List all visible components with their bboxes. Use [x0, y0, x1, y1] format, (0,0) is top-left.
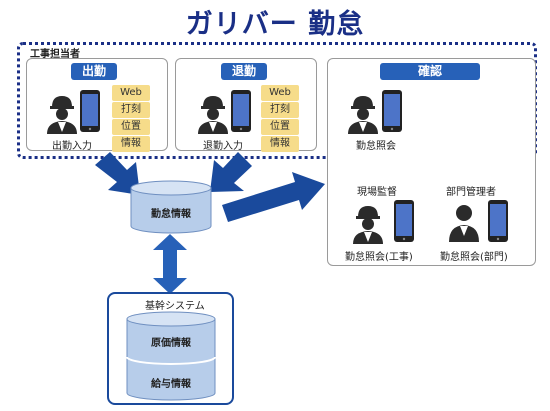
site-supervisor-label: 勤怠照会(工事) [345, 252, 413, 263]
worker-icon [348, 96, 378, 134]
tag-info: 情報 [261, 136, 299, 152]
tag-location: 位置 [112, 119, 150, 135]
tag-stamp: 打刻 [112, 102, 150, 118]
tag-location: 位置 [261, 119, 299, 135]
confirm-header: 確認 [380, 63, 480, 80]
smartphone-icon [382, 90, 402, 132]
confirm-self-label: 勤怠照会 [356, 141, 396, 152]
clock-in-header: 出勤 [71, 63, 117, 80]
cost-info-label: 原価情報 [151, 338, 191, 349]
site-supervisor-title: 現場監督 [357, 187, 397, 198]
tag-stamp: 打刻 [261, 102, 299, 118]
worker-icon [198, 96, 228, 134]
worker-icon [353, 206, 383, 244]
manager-icon [449, 205, 479, 242]
worker-group-label: 工事担当者 [30, 49, 80, 60]
smartphone-icon [80, 90, 100, 132]
attendance-database [130, 180, 212, 234]
core-system-title: 基幹システム [145, 301, 205, 312]
department-manager-title: 部門管理者 [446, 187, 496, 198]
tag-web: Web [261, 85, 299, 101]
tag-info: 情報 [112, 136, 150, 152]
page-title: ガリバー 勤怠 [185, 9, 365, 40]
clock-in-label: 出勤入力 [52, 141, 92, 152]
tag-web: Web [112, 85, 150, 101]
clock-out-label: 退勤入力 [203, 141, 243, 152]
core-system-box [107, 292, 234, 405]
worker-icon [47, 96, 77, 134]
sync-double-arrow [153, 234, 187, 294]
department-manager-label: 勤怠照会(部門) [440, 252, 508, 263]
clock-out-header: 退勤 [221, 63, 267, 80]
smartphone-icon [231, 90, 251, 132]
core-database-cylinder [126, 311, 216, 401]
salary-info-label: 給与情報 [151, 379, 191, 390]
attendance-database-label: 勤怠情報 [151, 209, 191, 220]
smartphone-icon [488, 200, 508, 242]
smartphone-icon [394, 200, 414, 242]
